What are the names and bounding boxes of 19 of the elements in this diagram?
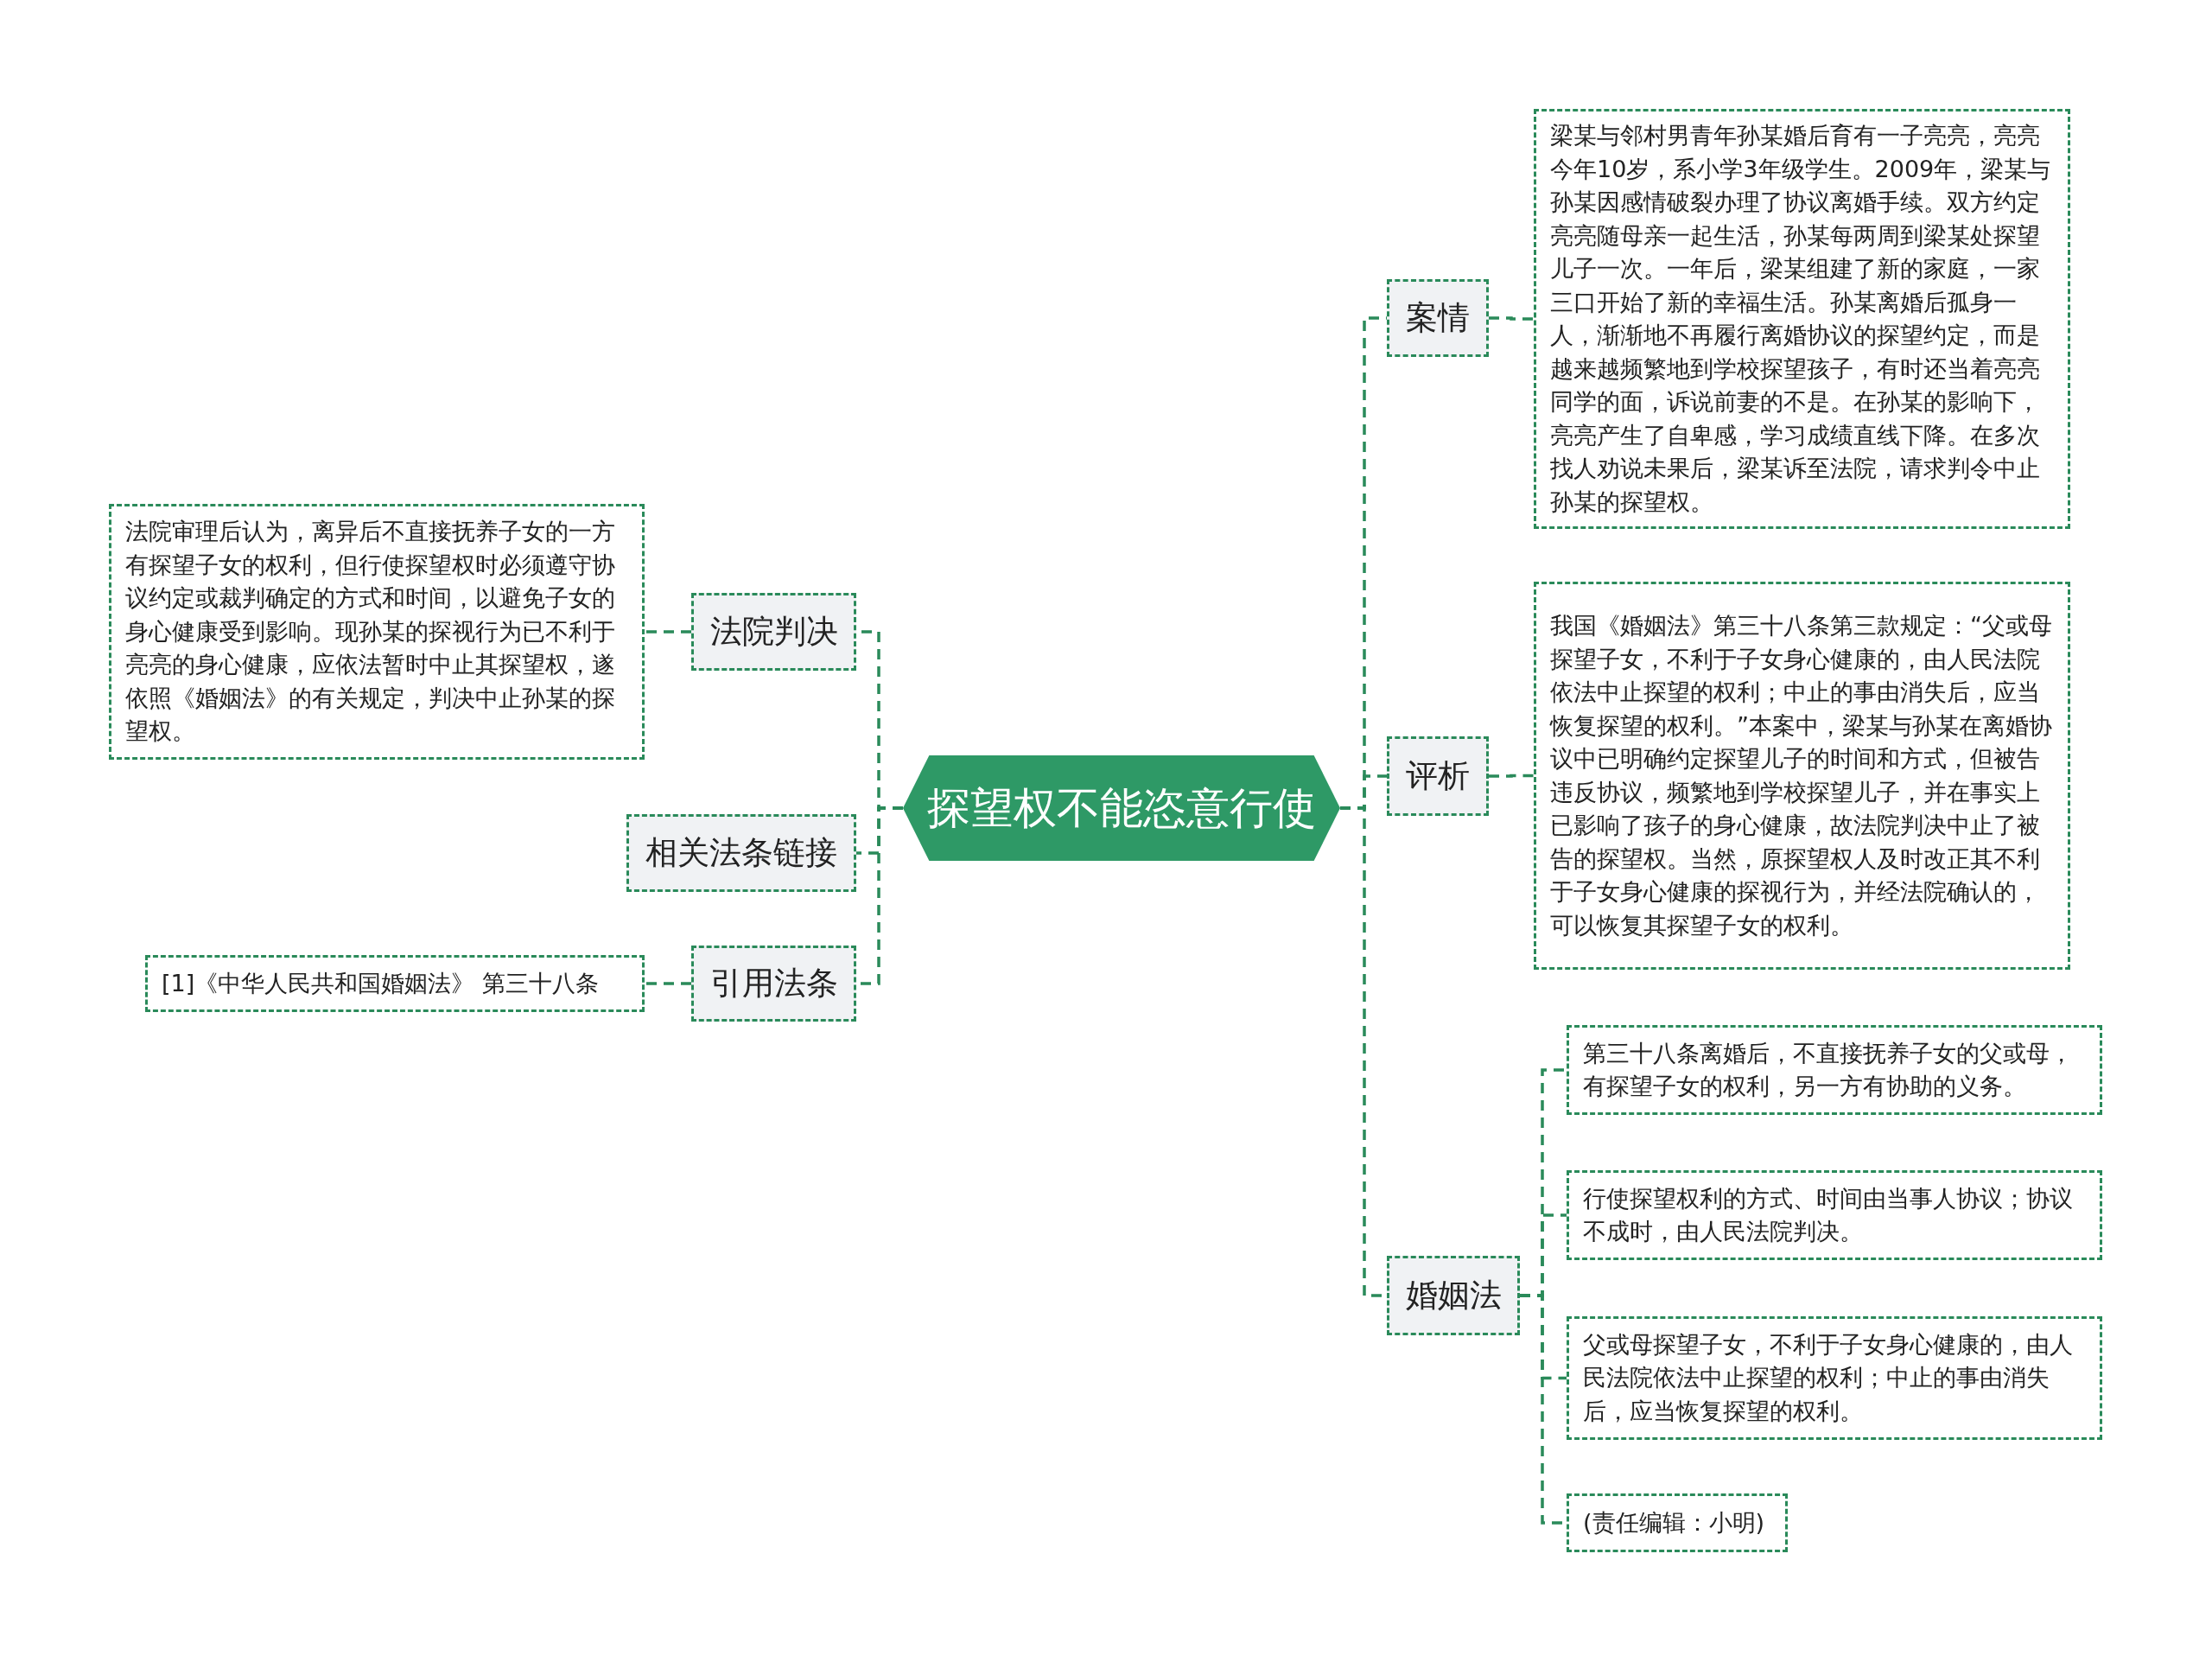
text-box: (责任编辑：小明): [1567, 1493, 1788, 1552]
branch-topic: 婚姻法: [1387, 1256, 1520, 1335]
connector-line: [645, 982, 691, 985]
text-box: 父或母探望子女，不利于子女身心健康的，由人民法院依法中止探望的权利；中止的事由消失后，应当恢复探望的权利。: [1567, 1316, 2102, 1440]
branch-topic: 案情: [1387, 279, 1489, 357]
text-box: 第三十八条离婚后，不直接抚养子女的父或母，有探望子女的权利，另一方有协助的义务。: [1567, 1025, 2102, 1115]
connector-line: [1489, 316, 1534, 321]
branch-topic: 相关法条链接: [626, 814, 856, 892]
text-box: 法院审理后认为，离异后不直接抚养子女的一方有探望子女的权利，但行使探望权时必须遵守协议约定或裁判确定的方式和时间，以避免子女的身心健康受到影响。现孙某的探视行为已不利于亮亮的身心健康，应依法暂时中止其探望权，遂依照《婚姻法》的有关规定，判决中止孙某的探望权。: [109, 504, 645, 760]
text-box: [1]《中华人民共和国婚姻法》 第三十八条: [145, 955, 645, 1012]
connector-line: [645, 630, 691, 634]
text-box: 我国《婚姻法》第三十八条第三款规定：“父或母探望子女，不利于子女身心健康的，由人民法院依法中止探望的权利；中止的事由消失后，应当恢复探望的权利。”本案中，梁某与孙某在离婚协议中已明确约定探望儿子的时间和方式，但被告违反协议，频繁地到学校探望儿子，并在事实上已影响了孩子的身心健康，故法院判决中止了被告的探望权。当然，原探望权人及时改正其不利于子女身心健康的探视行为，并经法院确认的，可以恢复其探望子女的权利。: [1534, 582, 2070, 970]
branch-topic: 法院判决: [691, 593, 856, 671]
connector-line: [1489, 774, 1534, 778]
branch-topic: 评析: [1387, 736, 1489, 816]
branch-topic: 引用法条: [691, 946, 856, 1022]
text-box: 行使探望权利的方式、时间由当事人协议；协议不成时，由人民法院判决。: [1567, 1170, 2102, 1260]
text-box: 梁某与邻村男青年孙某婚后育有一子亮亮，亮亮今年10岁，系小学3年级学生。2009年，梁某与孙某因感情破裂办理了协议离婚手续。双方约定亮亮随母亲一起生活，孙某每两周到梁某处探望儿子一次。一年后，梁某组建了新的家庭，一家三口开始了新的幸福生活。孙某离婚后孤身一人，渐渐地不再履行离婚协议的探望约定，而是越来越频繁地到学校探望孩子，有时还当着亮亮同学的面，诉说前妻的不是。在孙某的影响下，亮亮产生了自卑感，学习成绩直线下降。在多次找人劝说未果后，梁某诉至法院，请求判令中止孙某的探望权。: [1534, 109, 2070, 529]
central-topic: 探望权不能恣意行使: [903, 755, 1340, 861]
